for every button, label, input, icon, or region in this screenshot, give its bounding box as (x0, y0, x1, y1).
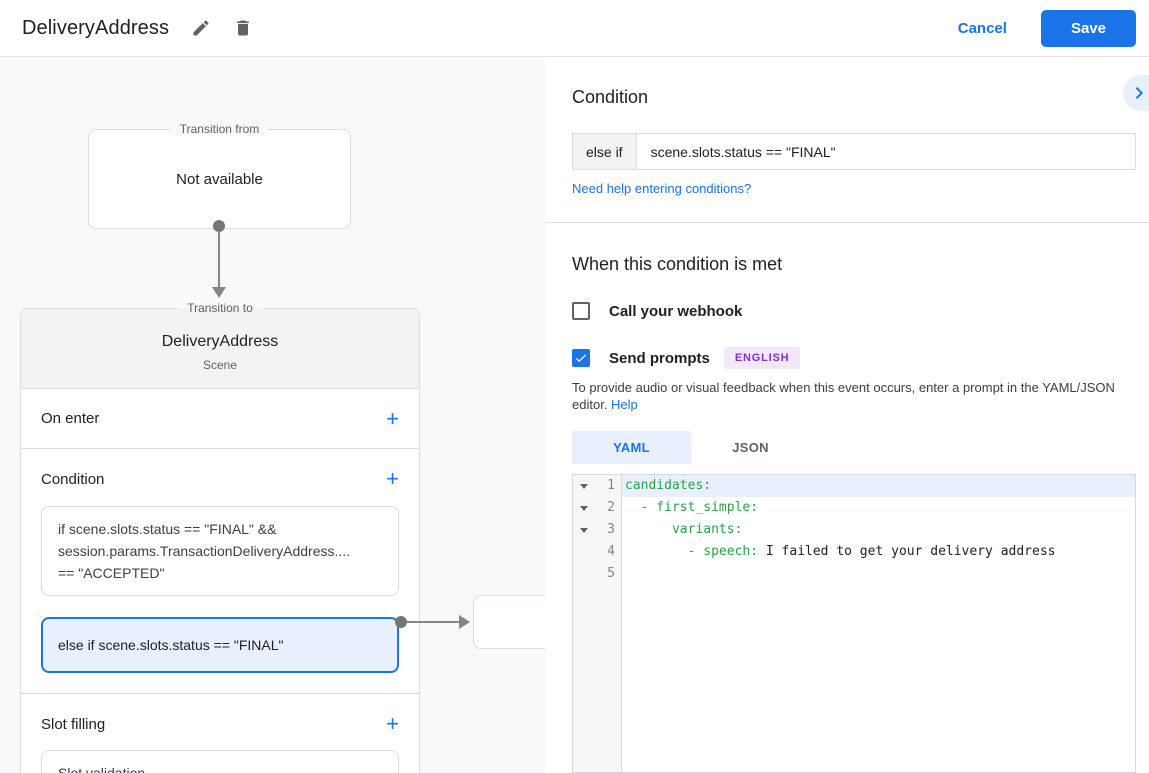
delete-scene-button[interactable] (227, 12, 259, 44)
connector-line-vertical (218, 231, 220, 288)
fold-toggle[interactable] (573, 483, 595, 489)
chevron-right-icon (1131, 85, 1147, 101)
cancel-button[interactable]: Cancel (957, 19, 1007, 37)
send-prompts-row: Send prompts ENGLISH (572, 347, 1136, 369)
pencil-icon (191, 18, 211, 38)
collapse-panel-button[interactable] (1123, 75, 1149, 111)
code-line: - speech: I failed to get your delivery … (622, 541, 1135, 563)
slot-filling-label: Slot filling (41, 715, 106, 733)
fold-toggle[interactable] (573, 505, 595, 511)
condition-section-label: Condition (41, 470, 105, 488)
line-number: 3 (607, 522, 615, 537)
webhook-row: Call your webhook (572, 302, 1136, 320)
code-line: - first_simple: (622, 497, 1135, 519)
code-token: - first_simple: (625, 500, 759, 515)
slot-filling-section: Slot filling + Slot validation Transacti… (21, 694, 419, 773)
trash-icon (233, 18, 253, 38)
arrowhead-down-icon (212, 287, 226, 298)
edit-title-button[interactable] (185, 12, 217, 44)
code-line: variants: (622, 519, 1135, 541)
line-number: 2 (607, 500, 615, 515)
code-line (622, 563, 1135, 585)
call-webhook-checkbox[interactable] (572, 302, 590, 320)
prompt-description-text: To provide audio or visual feedback when… (572, 380, 1115, 412)
condition-line: else if scene.slots.status == "FINAL" (58, 637, 284, 653)
when-condition-met-title: When this condition is met (572, 254, 783, 274)
on-enter-section: On enter + (21, 389, 419, 449)
add-on-enter-button[interactable]: + (386, 405, 399, 431)
condition-line: if scene.slots.status == "FINAL" && (58, 521, 277, 537)
line-number: 1 (607, 478, 615, 493)
code-token: - speech: (625, 544, 766, 559)
code-line: candidates: (622, 475, 1135, 497)
scene-type: Scene (202, 358, 238, 372)
page-title: DeliveryAddress (22, 16, 170, 39)
fold-arrow-icon (580, 483, 588, 489)
save-button[interactable]: Save (1040, 9, 1136, 47)
yaml-code-editor: 1 2 3 4 5 can (572, 474, 1136, 773)
fold-arrow-icon (580, 527, 588, 533)
condition-section: Condition + if scene.slots.status == "FI… (21, 449, 419, 694)
condition-prefix: else if (572, 133, 636, 170)
fold-arrow-icon (580, 505, 588, 511)
code-token: I failed to get your delivery address (765, 544, 1056, 559)
help-link[interactable]: Help (611, 397, 638, 412)
transition-to-label: Transition to (178, 301, 262, 315)
panel-title: Condition (572, 87, 649, 107)
connector-dot (213, 220, 225, 232)
scene-header[interactable]: DeliveryAddress Scene (21, 309, 419, 389)
transition-from-node[interactable]: Transition from Not available (88, 122, 351, 229)
connector-dot (395, 616, 407, 628)
condition-help-link[interactable]: Need help entering conditions? (572, 181, 752, 196)
condition-card-if[interactable]: if scene.slots.status == "FINAL" && sess… (41, 506, 399, 596)
panel-divider (545, 222, 1149, 223)
condition-card-elseif-selected[interactable]: else if scene.slots.status == "FINAL" (41, 617, 399, 673)
send-prompts-checkbox[interactable] (572, 349, 590, 367)
prompt-description: To provide audio or visual feedback when… (572, 379, 1136, 413)
tab-json[interactable]: JSON (732, 440, 769, 455)
code-token: variants: (625, 522, 743, 537)
transition-to-card: Transition to DeliveryAddress Scene On e… (20, 301, 420, 773)
condition-detail-panel: Condition else if Need help entering con… (545, 57, 1149, 773)
slot-validation-card[interactable]: Slot validation (41, 750, 399, 773)
editor-gutter: 1 2 3 4 5 (573, 475, 622, 772)
send-prompts-label: Send prompts (609, 349, 710, 367)
on-enter-label: On enter (41, 410, 100, 427)
tab-yaml[interactable]: YAML (572, 431, 691, 464)
code-token: candidates: (625, 478, 712, 493)
language-badge: ENGLISH (723, 347, 801, 369)
arrowhead-right-icon (459, 615, 470, 629)
condition-line: == "ACCEPTED" (58, 565, 165, 581)
fold-toggle[interactable] (573, 527, 595, 533)
condition-expression-row: else if (572, 133, 1136, 170)
line-number: 4 (607, 544, 615, 559)
scene-name: DeliveryAddress (161, 333, 279, 350)
scene-flow-canvas: Transition from Not available Transition… (0, 57, 545, 773)
editor-code-area[interactable]: candidates: - first_simple: variants: - … (622, 475, 1135, 772)
transition-target-node[interactable] (473, 595, 545, 649)
checkmark-icon (574, 351, 588, 365)
add-slot-button[interactable]: + (386, 711, 399, 736)
top-bar: DeliveryAddress Cancel Save (0, 0, 1149, 57)
add-condition-button[interactable]: + (386, 466, 399, 491)
line-number: 5 (607, 566, 615, 581)
connector-line-horizontal (407, 621, 459, 623)
transition-from-label: Transition from (170, 122, 269, 136)
transition-from-content: Not available (176, 170, 263, 188)
call-webhook-label: Call your webhook (609, 302, 743, 320)
condition-expression-input[interactable] (635, 133, 1136, 170)
condition-line: session.params.TransactionDeliveryAddres… (58, 543, 351, 559)
editor-format-tabs: YAML JSON (572, 431, 1136, 464)
